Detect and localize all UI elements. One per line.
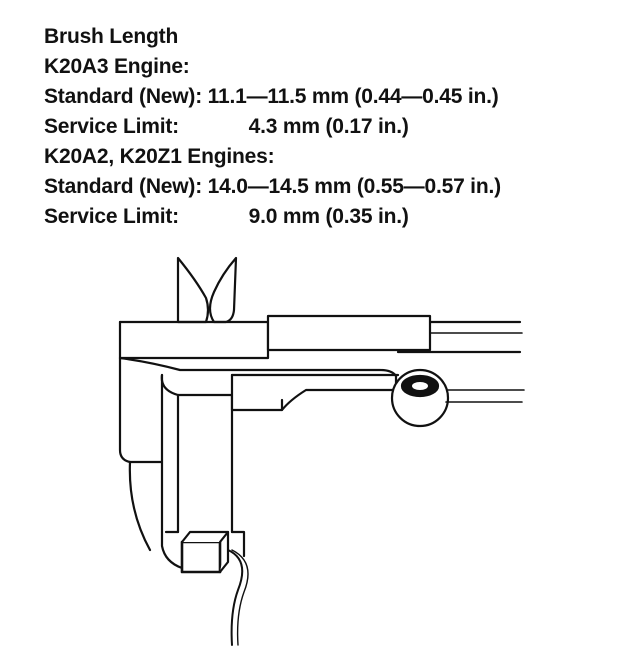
- lower-jaw-sliding: [230, 373, 398, 412]
- standard-label: Standard (New):: [44, 175, 203, 198]
- caliper-slider: [118, 320, 270, 360]
- engine-heading-k20a2-k20z1: K20A2, K20Z1 Engines:: [44, 145, 275, 168]
- standard-label: Standard (New):: [44, 85, 203, 108]
- lower-jaw-fixed: [160, 373, 188, 570]
- service-limit-label: Service Limit:: [44, 115, 179, 138]
- brush-length-specifications: Brush Length K20A3 Engine: Standard (New…: [44, 22, 624, 232]
- brush-block: [180, 540, 222, 574]
- service-limit-k20a3: Service Limit: 4.3 mm (0.17 in.): [44, 112, 624, 142]
- caliper-frame: [118, 356, 164, 464]
- standard-spec-k20a2-k20z1: Standard (New): 14.0—14.5 mm (0.55—0.57 …: [44, 172, 624, 202]
- upper-jaw-sliding: [208, 256, 238, 324]
- brush-lead-wire: [227, 549, 244, 646]
- service-limit-label: Service Limit:: [44, 205, 179, 228]
- caliper-lower-body: [118, 356, 398, 378]
- caliper-lower-frame-curve: [128, 460, 152, 552]
- standard-value: 11.1—11.5 mm (0.44—0.45 in.): [207, 85, 499, 108]
- service-limit-value: 9.0 mm (0.35 in.): [248, 205, 409, 228]
- engine-heading-k20a3: K20A3 Engine:: [44, 55, 190, 78]
- caliper-illustration-svg: [118, 256, 525, 646]
- service-limit-value: 4.3 mm (0.17 in.): [248, 115, 409, 138]
- spec-title: Brush Length: [44, 25, 179, 48]
- caliper-measuring-brush-illustration: [0, 250, 640, 660]
- depth-rod-sleeve: [266, 314, 432, 352]
- standard-spec-k20a3: Standard (New): 11.1—11.5 mm (0.44—0.45 …: [44, 82, 624, 112]
- service-limit-k20a2-k20z1: Service Limit: 9.0 mm (0.35 in.): [44, 202, 624, 232]
- upper-jaw-fixed: [176, 256, 210, 324]
- standard-value: 14.0—14.5 mm (0.55—0.57 in.): [207, 175, 501, 198]
